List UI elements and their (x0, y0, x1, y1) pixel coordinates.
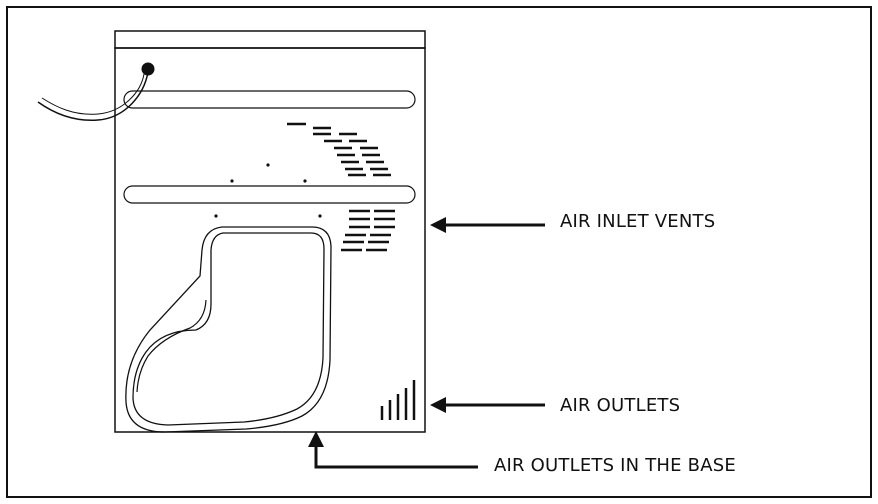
arrow-left-icon (430, 217, 446, 233)
diagonal-vents (287, 122, 391, 177)
arrow-outlets (430, 397, 545, 413)
dryer-unit (37, 30, 426, 433)
door-crease (136, 299, 207, 393)
arrow-base (308, 431, 478, 469)
power-cord (37, 71, 149, 121)
air-outlets-label: AIR OUTLETS (560, 395, 681, 416)
arrow-inlet (430, 217, 545, 233)
upper-slot (123, 90, 416, 109)
screw-dots (214, 163, 322, 218)
door-inner (132, 232, 325, 426)
dryer-body (114, 47, 426, 433)
power-cord-inner (41, 73, 145, 115)
door-outer (125, 226, 332, 433)
air-outlets-in-base-label: AIR OUTLETS IN THE BASE (494, 455, 736, 476)
arrow-left-icon (430, 397, 446, 413)
arrow-up-icon (308, 431, 324, 447)
air-outlet-bars (380, 380, 416, 420)
inlet-vent-grid (341, 209, 395, 252)
middle-slot (123, 185, 416, 204)
dryer-top-strip (114, 30, 426, 49)
outer-border (6, 6, 872, 498)
air-inlet-vents-label: AIR INLET VENTS (560, 211, 716, 232)
